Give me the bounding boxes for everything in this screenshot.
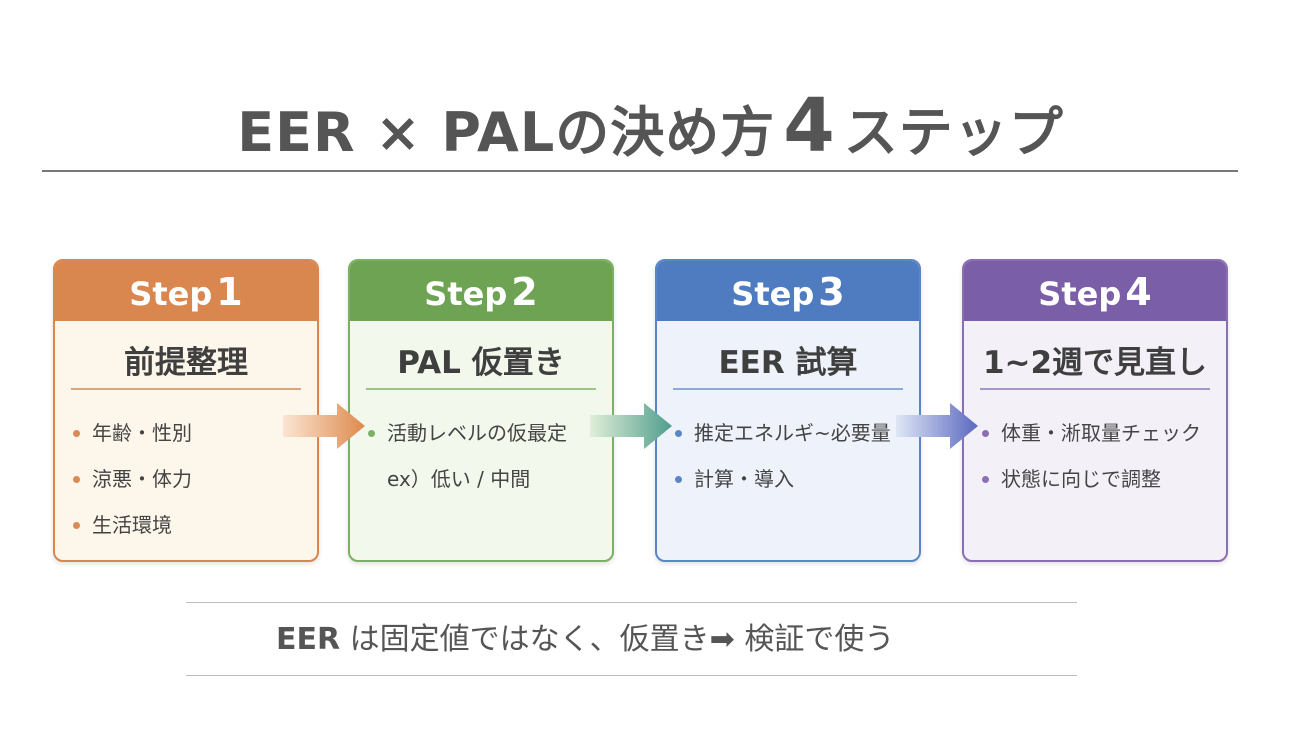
right-arrow-icon: ➡ [709,622,735,657]
bullet-icon [982,429,989,437]
step-number: 3 [818,270,845,314]
step-label: Step [424,275,508,313]
list-item: 状態に向じで調整 [982,456,1226,502]
footer-text-1: は固定値ではなく、仮置き [340,622,710,657]
list-item-text: 体重・淅取量チェック [1001,421,1201,445]
bullet-icon [368,429,375,437]
step-item-list: 年齢・性別 涼悪・体力 生活環境 [55,410,317,548]
bullet-icon [675,429,682,437]
step-item-list: 体重・淅取量チェック 状態に向じで調整 [964,410,1226,502]
bullet-icon [73,521,80,529]
step-title: 前提整理 [71,337,301,390]
list-item-text: ex）低い / 中間 [387,467,531,491]
list-item-text: 推定エネルギ~必要量 [694,421,891,445]
step-number: 2 [511,270,538,314]
step-label: Step [129,275,213,313]
bullet-icon [982,475,989,483]
footer-note: EER は固定値ではなく、仮置き➡ 検証で使う [276,618,894,662]
list-item: 涼悪・体力 [73,456,317,502]
list-item-text: 涼悪・体力 [92,467,192,491]
list-item-text: 生活環境 [92,513,172,537]
title-suffix: ステップ [843,101,1064,164]
footer-divider-bottom [186,675,1077,676]
list-item-text: 活動レベルの仮最定 [387,421,567,445]
step-title: PAL 仮置き [366,337,596,390]
step-item-list: 活動レベルの仮最定 ex）低い / 中間 [350,410,612,502]
list-item: 年齢・性別 [73,410,317,456]
step-label: Step [731,275,815,313]
step-title: 1~2週で見直し [980,337,1210,390]
step-title: EER 試算 [673,337,903,390]
list-item: 生活環境 [73,502,317,548]
step-number: 4 [1125,270,1152,314]
step-number: 1 [216,270,243,314]
footer-text-2: 検証で使う [734,622,895,657]
list-item-text: 計算・導入 [694,467,794,491]
step-item-list: 推定エネルギ~必要量 計算・導入 [657,410,919,502]
bullet-icon [675,475,682,483]
title-prefix: EER × PALの決め方 [237,101,776,164]
step-label: Step [1038,275,1122,313]
arrow-right-icon [590,403,672,449]
list-item: 推定エネルギ~必要量 [675,410,919,456]
list-item: 計算・導入 [675,456,919,502]
bullet-icon [73,429,80,437]
title-divider [42,170,1238,172]
list-item: ex）低い / 中間 [368,456,612,502]
title-number: 4 [783,83,836,169]
arrow-right-icon [896,403,978,449]
list-item: 活動レベルの仮最定 [368,410,612,456]
bullet-icon [73,475,80,483]
list-item-text: 状態に向じで調整 [1001,467,1161,491]
footer-eer: EER [276,622,341,657]
footer-divider-top [186,602,1077,603]
list-item: 体重・淅取量チェック [982,410,1226,456]
list-item-text: 年齢・性別 [92,421,192,445]
arrow-right-icon [283,403,365,449]
